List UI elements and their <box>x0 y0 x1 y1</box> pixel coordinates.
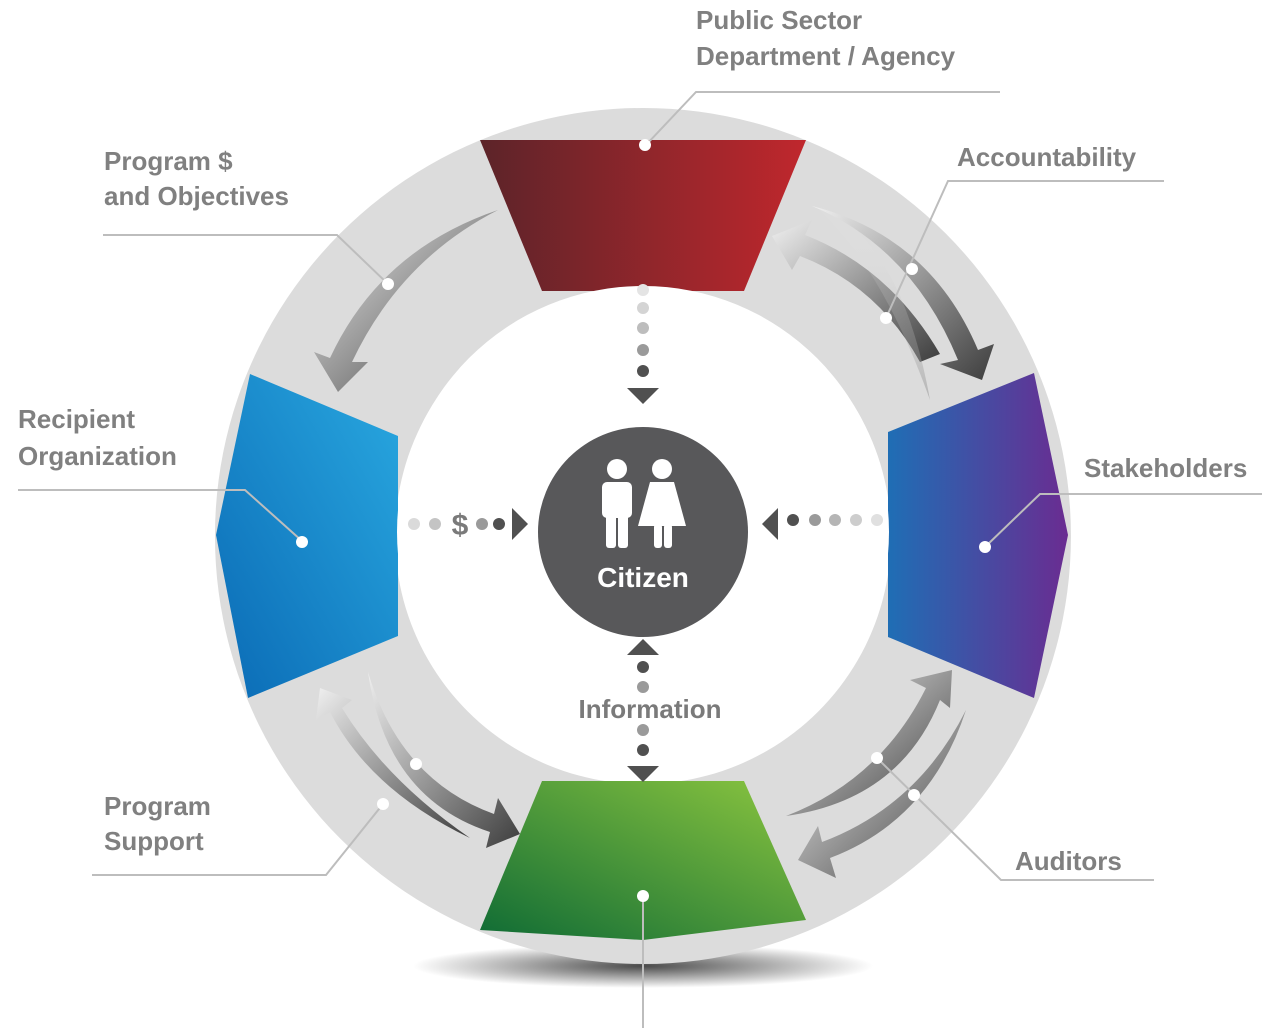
woman-icon <box>638 459 686 548</box>
citizen-circle[interactable] <box>538 427 748 637</box>
label-program-support-2: Support <box>104 826 204 856</box>
right-flow <box>762 508 883 540</box>
arrow-accountability-up <box>772 220 940 362</box>
dollar-symbol: $ <box>452 509 469 542</box>
arrow-auditors-up <box>786 670 952 816</box>
arrow-auditors-down <box>798 710 966 878</box>
label-recipient-1: Recipient <box>18 404 135 434</box>
label-program-2: and Objectives <box>104 181 289 211</box>
segment-public-sector[interactable] <box>480 140 806 291</box>
segment-recipient[interactable] <box>216 374 398 698</box>
man-icon <box>602 459 632 548</box>
label-program-1: Program $ <box>104 146 233 176</box>
arrow-support-down <box>368 672 520 848</box>
callout-dots <box>296 139 991 902</box>
label-public-sector-2: Department / Agency <box>696 41 956 71</box>
top-flow <box>627 284 659 404</box>
information-label: Information <box>579 694 722 724</box>
outer-ring <box>214 108 1071 965</box>
label-public-sector-1: Public Sector <box>696 5 862 35</box>
left-funds-flow: $ <box>408 508 528 542</box>
segment-stakeholders[interactable] <box>888 373 1068 698</box>
citizen-label: Citizen <box>597 562 689 593</box>
segment-citizen-bottom[interactable] <box>480 781 806 940</box>
label-stakeholders: Stakeholders <box>1084 453 1247 483</box>
arrow-program-funds <box>314 210 498 392</box>
arrow-accountability-down <box>812 206 994 380</box>
label-program-support-1: Program <box>104 791 211 821</box>
label-accountability: Accountability <box>957 142 1137 172</box>
bottom-information-flow: Information <box>579 639 722 782</box>
label-recipient-2: Organization <box>18 441 177 471</box>
arrow-support-up <box>316 688 470 838</box>
label-auditors: Auditors <box>1015 846 1122 876</box>
